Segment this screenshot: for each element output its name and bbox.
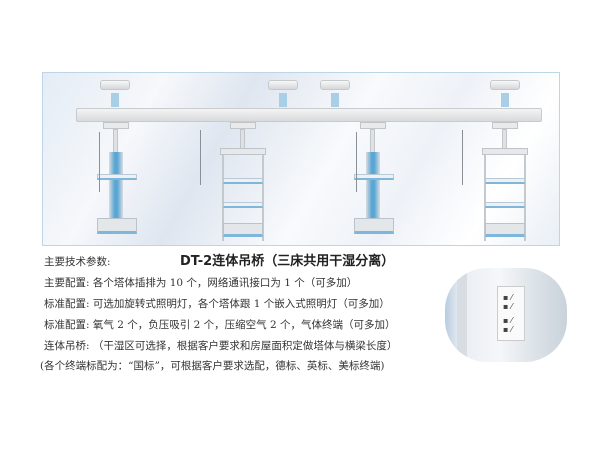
tower-pole <box>113 129 118 153</box>
tower-column <box>109 152 123 227</box>
shelf-tray <box>485 178 525 184</box>
tower-hanger <box>360 122 386 129</box>
iv-pole <box>99 132 100 192</box>
mount-neck <box>331 93 339 107</box>
tower-column <box>366 152 380 227</box>
spec-row: 主要配置: 各个塔体插排为 10 个，网络通讯接口为 1 个（可多加） <box>44 275 357 290</box>
shelf-hanger <box>230 122 256 129</box>
spec-note: (各个终端标配为：“国标”，可根据客户要求选配，德标、英标、美标终端) <box>40 360 385 372</box>
spec-row: 标准配置: 氧气 2 个，负压吸引 2 个，压缩空气 2 个，气体终端（可多加） <box>44 317 395 332</box>
shelf-side <box>524 155 526 241</box>
mount-neck <box>279 93 287 107</box>
spec-heading: 主要技术参数: <box>44 256 111 268</box>
shelf-top <box>220 148 266 155</box>
product-image-panel <box>42 72 560 246</box>
shelf-base <box>485 223 525 237</box>
spec-row-text: 可选加旋转式照明灯，各个塔体跟 1 个嵌入式照明灯（可多加） <box>92 298 390 310</box>
shelf-tray <box>485 202 525 208</box>
product-title: DT-2连体吊桥（三床共用干湿分离） <box>180 254 395 269</box>
spec-row: 连体吊桥: （干湿区可选择，根据客户要求和房屋面积定做塔体与横梁长度） <box>44 338 397 353</box>
socket-outlet-icon: ▪ ⁄▪ ⁄ <box>503 293 513 311</box>
photo-frame-post <box>457 268 467 362</box>
shelf-side <box>222 155 224 241</box>
socket-outlet-icon: ▪ ⁄▪ ⁄ <box>503 316 513 334</box>
spec-row-label: 标准配置: <box>44 319 90 331</box>
tower-tray <box>97 174 137 180</box>
spec-row-label: 标准配置: <box>44 298 90 310</box>
spec-row-text: 氧气 2 个，负压吸引 2 个，压缩空气 2 个，气体终端（可多加） <box>92 319 396 331</box>
tower-base <box>97 218 137 234</box>
shelf-hanger <box>492 122 518 129</box>
socket-photo: ▪ ⁄▪ ⁄ ▪ ⁄▪ ⁄ <box>445 268 567 362</box>
ceiling-mount <box>100 80 130 90</box>
iv-pole <box>200 130 201 185</box>
ceiling-mount <box>268 80 298 90</box>
spec-row-label: 连体吊桥: <box>44 340 90 352</box>
shelf-tray <box>223 202 263 208</box>
mount-neck <box>111 93 119 107</box>
shelf-top <box>482 148 528 155</box>
iv-pole <box>356 132 357 192</box>
iv-pole <box>462 130 463 185</box>
tower-pole <box>370 129 375 153</box>
ceiling-mount <box>320 80 350 90</box>
shelf-pole <box>240 129 245 149</box>
bridge-beam <box>76 108 542 122</box>
tower-tray <box>354 174 394 180</box>
power-socket-plate: ▪ ⁄▪ ⁄ ▪ ⁄▪ ⁄ <box>497 286 525 341</box>
spec-row: 标准配置: 可选加旋转式照明灯，各个塔体跟 1 个嵌入式照明灯（可多加） <box>44 296 390 311</box>
shelf-tray <box>223 178 263 184</box>
shelf-side <box>262 155 264 241</box>
ceiling-mount <box>490 80 520 90</box>
shelf-base <box>223 223 263 237</box>
spec-row-label: 主要配置: <box>44 277 90 289</box>
spec-row-text: 各个塔体插排为 10 个，网络通讯接口为 1 个（可多加） <box>92 277 358 289</box>
spec-row-text: （干湿区可选择，根据客户要求和房屋面积定做塔体与横梁长度） <box>92 340 398 352</box>
tower-base <box>354 218 394 234</box>
shelf-side <box>484 155 486 241</box>
tower-hanger <box>103 122 129 129</box>
mount-neck <box>501 93 509 107</box>
shelf-pole <box>502 129 507 149</box>
